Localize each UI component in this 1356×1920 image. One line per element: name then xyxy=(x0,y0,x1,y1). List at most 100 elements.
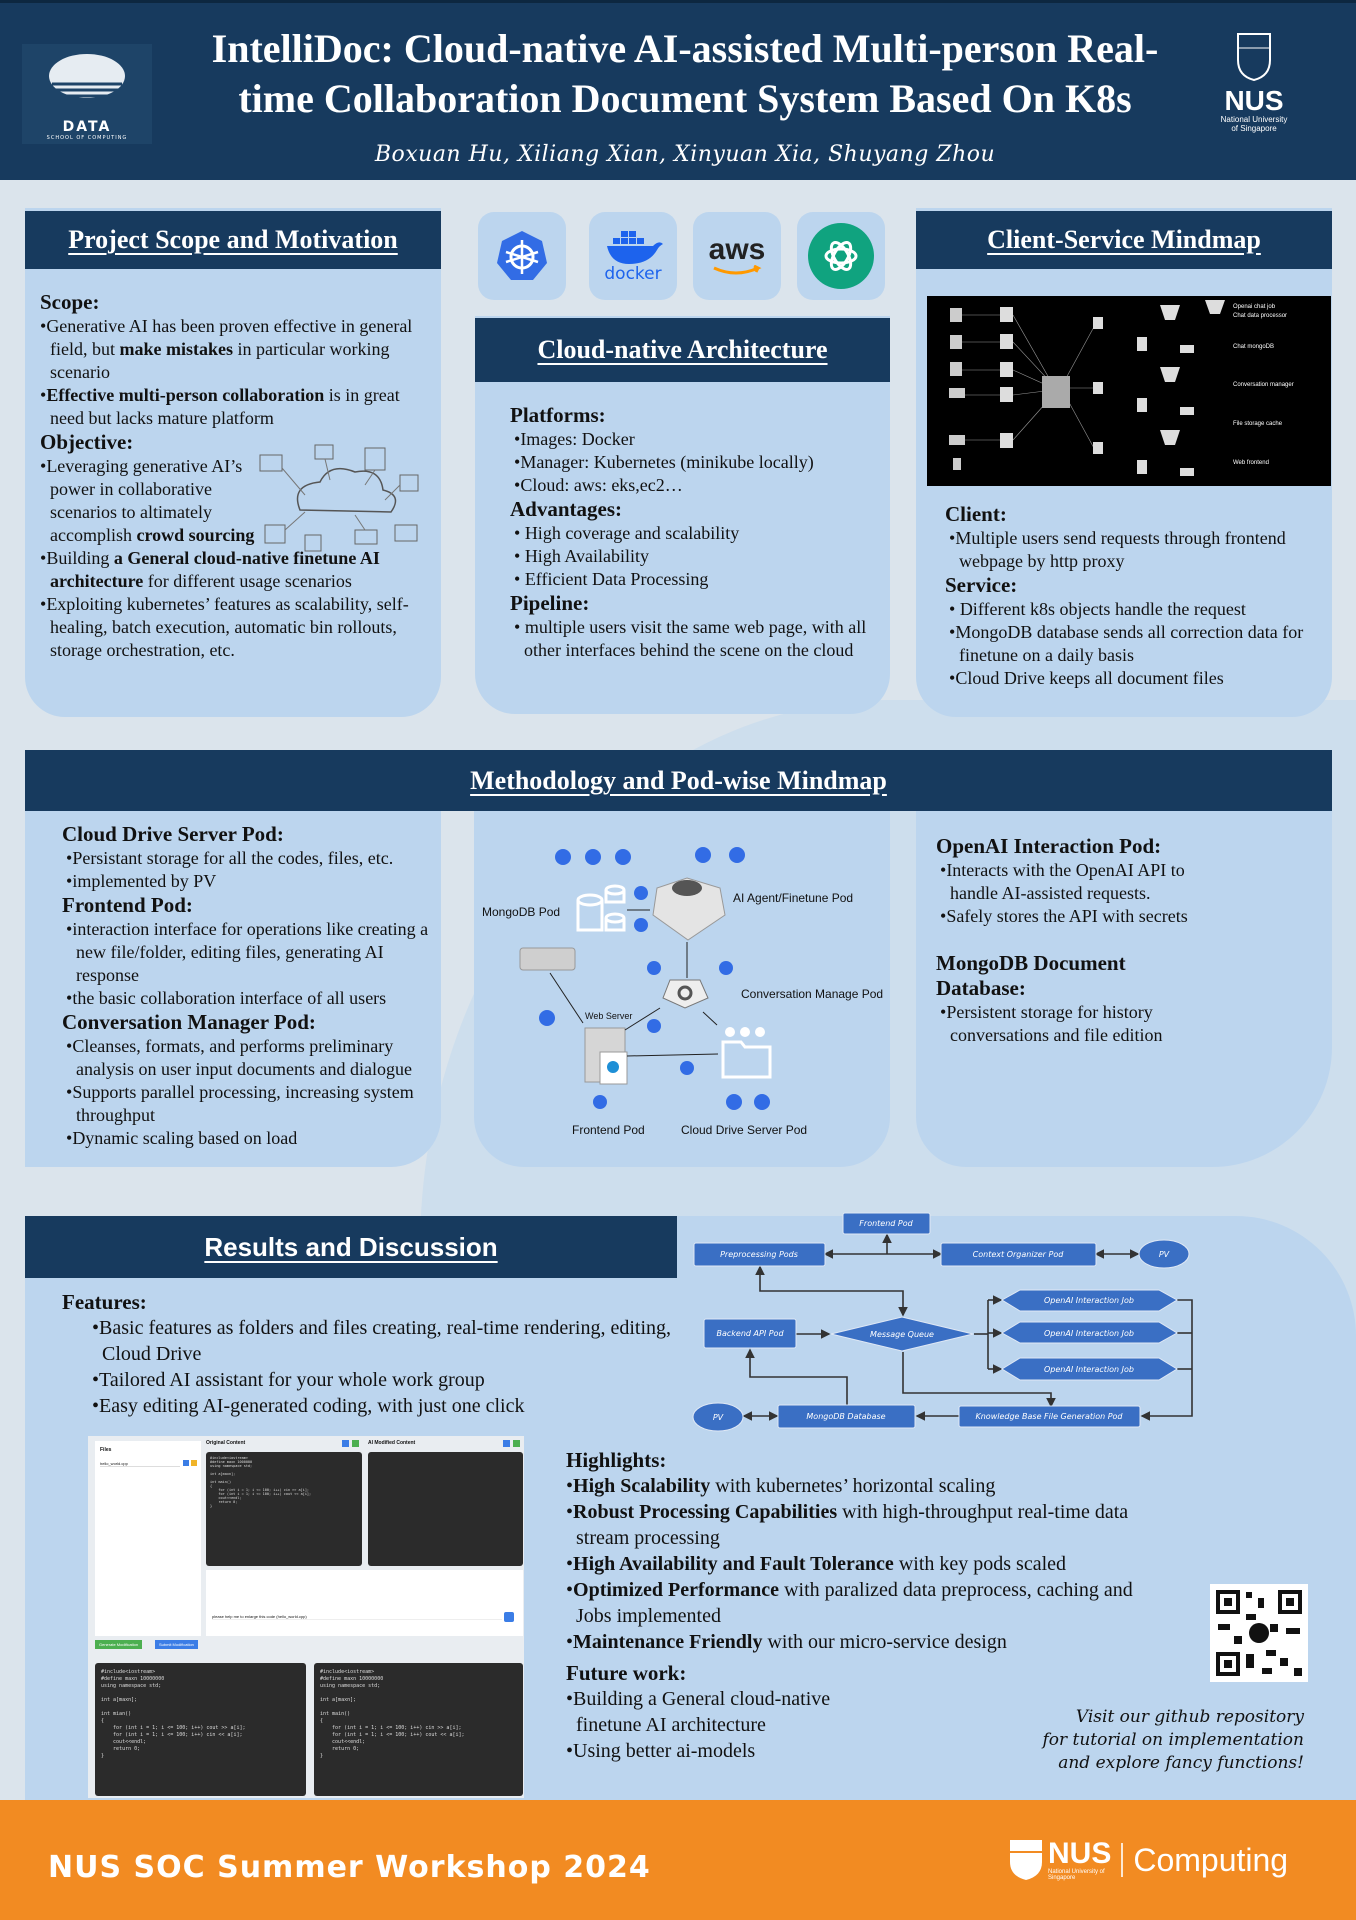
methodology-right-content: OpenAI Interaction Pod: Interacts with t… xyxy=(936,834,1206,1047)
label-queue: Message Queue xyxy=(870,1330,934,1339)
submit-modification-button[interactable]: Submit Modification xyxy=(155,1640,198,1649)
footer-nus-text: NUS xyxy=(1048,1837,1112,1870)
original-code-editor[interactable]: #include<iostream> #define maxn 1000000 … xyxy=(206,1452,362,1566)
node-context-organizer-pod xyxy=(940,1242,1097,1267)
code-diff-right[interactable]: #include<iostream> #define maxn 10000000… xyxy=(314,1663,523,1796)
text: Efficient Data Processing xyxy=(520,569,709,589)
legend-conversation-manager: Conversation manager xyxy=(1233,382,1294,388)
folder-icon xyxy=(721,1040,772,1079)
label-job-1: OpenAI Interaction Job xyxy=(1044,1296,1134,1305)
text: Cloud: aws: eks,ec2… xyxy=(520,475,683,495)
bullet-item: implemented by PV xyxy=(62,870,437,893)
send-button[interactable] xyxy=(504,1612,514,1622)
bullet-item: High Availability and Fault Tolerance wi… xyxy=(566,1551,1136,1577)
bullet-item: Building a General cloud-native finetune… xyxy=(40,547,430,593)
visit-line-2: for tutorial on implementation xyxy=(1042,1730,1304,1750)
bullet-item: Cleanses, formats, and performs prelimin… xyxy=(62,1035,437,1081)
node-frontend-pod xyxy=(842,1212,931,1235)
bullet-item: Supports parallel processing, increasing… xyxy=(62,1081,437,1127)
app-screenshot: Files hello_world.cpp Original Content A… xyxy=(88,1436,524,1798)
label-frontend: Frontend Pod xyxy=(859,1219,913,1228)
poster-header xyxy=(0,0,1356,180)
save-icon[interactable] xyxy=(352,1440,359,1447)
client-service-content: Client: Multiple users send requests thr… xyxy=(945,502,1325,690)
frontend-list: interaction interface for operations lik… xyxy=(62,918,437,1010)
prompt-input[interactable]: please help me to enlarge this code (hel… xyxy=(212,1614,502,1620)
future-heading: Future work: xyxy=(566,1661,687,1685)
poster-footer xyxy=(0,1800,1356,1920)
node-mongodb-database xyxy=(777,1404,916,1429)
bullet-item: the basic collaboration interface of all… xyxy=(62,987,437,1010)
bullet-item: Interacts with the OpenAI API to handle … xyxy=(936,859,1206,905)
poster-title: IntelliDoc: Cloud-native AI-assisted Mul… xyxy=(160,24,1210,124)
generate-modification-button[interactable]: Generate Modification xyxy=(95,1640,143,1649)
bullet-item: Maintenance Friendly with our micro-serv… xyxy=(566,1629,1136,1655)
text: with key pods scaled xyxy=(893,1553,1066,1575)
label-context: Context Organizer Pod xyxy=(973,1250,1065,1259)
label-ai-agent-pod: AI Agent/Finetune Pod xyxy=(733,891,853,905)
conversation-manage-pod-icon xyxy=(662,979,709,1009)
conv-list: Cleanses, formats, and performs prelimin… xyxy=(62,1035,437,1150)
footer-logo-divider xyxy=(1121,1843,1124,1877)
new-file-icon[interactable] xyxy=(183,1460,189,1466)
github-qr-code[interactable] xyxy=(1210,1584,1308,1682)
logo-sub-text: SCHOOL OF COMPUTING xyxy=(46,135,128,141)
docker-logo: docker xyxy=(589,212,677,300)
bullet-item: Generative AI has been proven effective … xyxy=(40,315,430,384)
file-item[interactable]: hello_world.cpp xyxy=(100,1461,180,1467)
nus-crest-icon xyxy=(1237,33,1271,82)
new-folder-icon[interactable] xyxy=(191,1460,197,1466)
results-title: Results and Discussion xyxy=(25,1216,677,1278)
node-backend-api-pod xyxy=(703,1318,797,1349)
scope-content: Scope: Generative AI has been proven eff… xyxy=(40,290,430,662)
ai-save-icon[interactable] xyxy=(513,1440,520,1447)
text: multiple users visit the same web page, … xyxy=(520,617,867,660)
docker-whale-icon xyxy=(607,231,663,264)
bullet-item: Robust Processing Capabilities with high… xyxy=(566,1499,1136,1551)
flowchart-diagram: Frontend Pod Preprocessing Pods Context … xyxy=(692,1212,1193,1432)
legend-openai-chat-job: Openai chat job xyxy=(1233,304,1276,310)
methodology-left-content: Cloud Drive Server Pod: Persistant stora… xyxy=(62,822,437,1150)
footer-text: NUS SOC Summer Workshop 2024 xyxy=(48,1850,651,1885)
openai-pod-heading: OpenAI Interaction Pod: xyxy=(936,834,1162,858)
architecture-title: Cloud-native Architecture xyxy=(475,318,890,382)
label-conversation-manage-pod: Conversation Manage Pod xyxy=(741,987,883,1001)
advantages-heading: Advantages: xyxy=(510,497,623,521)
node-pv-top xyxy=(1138,1239,1190,1269)
text: Building a General cloud-native finetune… xyxy=(573,1688,831,1736)
text: is in great need but lacks mature platfo… xyxy=(50,385,400,428)
features-list: Basic features as folders and files crea… xyxy=(62,1315,682,1419)
text: Different k8s objects handle the request xyxy=(955,599,1246,619)
ai-modified-label: AI Modified Content xyxy=(368,1440,416,1446)
bullet-item: Multiple users send requests through fro… xyxy=(945,527,1325,573)
code-diff-left[interactable]: #include<iostream> #define maxn 10000000… xyxy=(95,1663,306,1796)
label-job-3: OpenAI Interaction Job xyxy=(1044,1365,1134,1374)
aws-smile-icon xyxy=(713,265,762,275)
bullet-item: Cloud Drive keeps all document files xyxy=(945,667,1325,690)
files-label: Files xyxy=(100,1447,112,1453)
original-content-label: Original Content xyxy=(206,1440,246,1446)
ai-code-editor[interactable] xyxy=(368,1452,523,1566)
client-service-title: Client-Service Mindmap xyxy=(916,211,1332,269)
label-pv-bottom: PV xyxy=(713,1413,724,1422)
files-panel: Files hello_world.cpp xyxy=(95,1441,201,1636)
copy-icon[interactable] xyxy=(342,1440,349,1447)
conv-heading: Conversation Manager Pod: xyxy=(62,1010,316,1034)
highlights-content: Highlights: High Scalability with kubern… xyxy=(566,1448,1136,1764)
bullet-item: Optimized Performance with paralized dat… xyxy=(566,1577,1136,1629)
label-backend: Backend API Pod xyxy=(716,1329,784,1338)
text: with kubernetes’ horizontal scaling xyxy=(710,1475,996,1497)
scope-heading: Scope: xyxy=(40,290,100,314)
openai-pod-list: Interacts with the OpenAI API to handle … xyxy=(936,859,1206,928)
bold-text: a General cloud-native finetune AI archi… xyxy=(50,548,380,591)
bold-text: Optimized Performance xyxy=(573,1579,780,1601)
text: Persistent storage for history conversat… xyxy=(946,1002,1163,1045)
title-line-1: IntelliDoc: Cloud-native AI-assisted Mul… xyxy=(211,26,1159,71)
objective-list: Leveraging generative AI’s power in coll… xyxy=(40,455,265,547)
database-icon xyxy=(576,884,626,932)
footer-nus-sub: National University of Singapore xyxy=(1048,1869,1105,1881)
text: in particular working scenario xyxy=(50,339,390,382)
cloud-drive-list: Persistant storage for all the codes, fi… xyxy=(62,847,437,893)
text: Basic features as folders and files crea… xyxy=(99,1317,672,1365)
ai-copy-icon[interactable] xyxy=(503,1440,510,1447)
